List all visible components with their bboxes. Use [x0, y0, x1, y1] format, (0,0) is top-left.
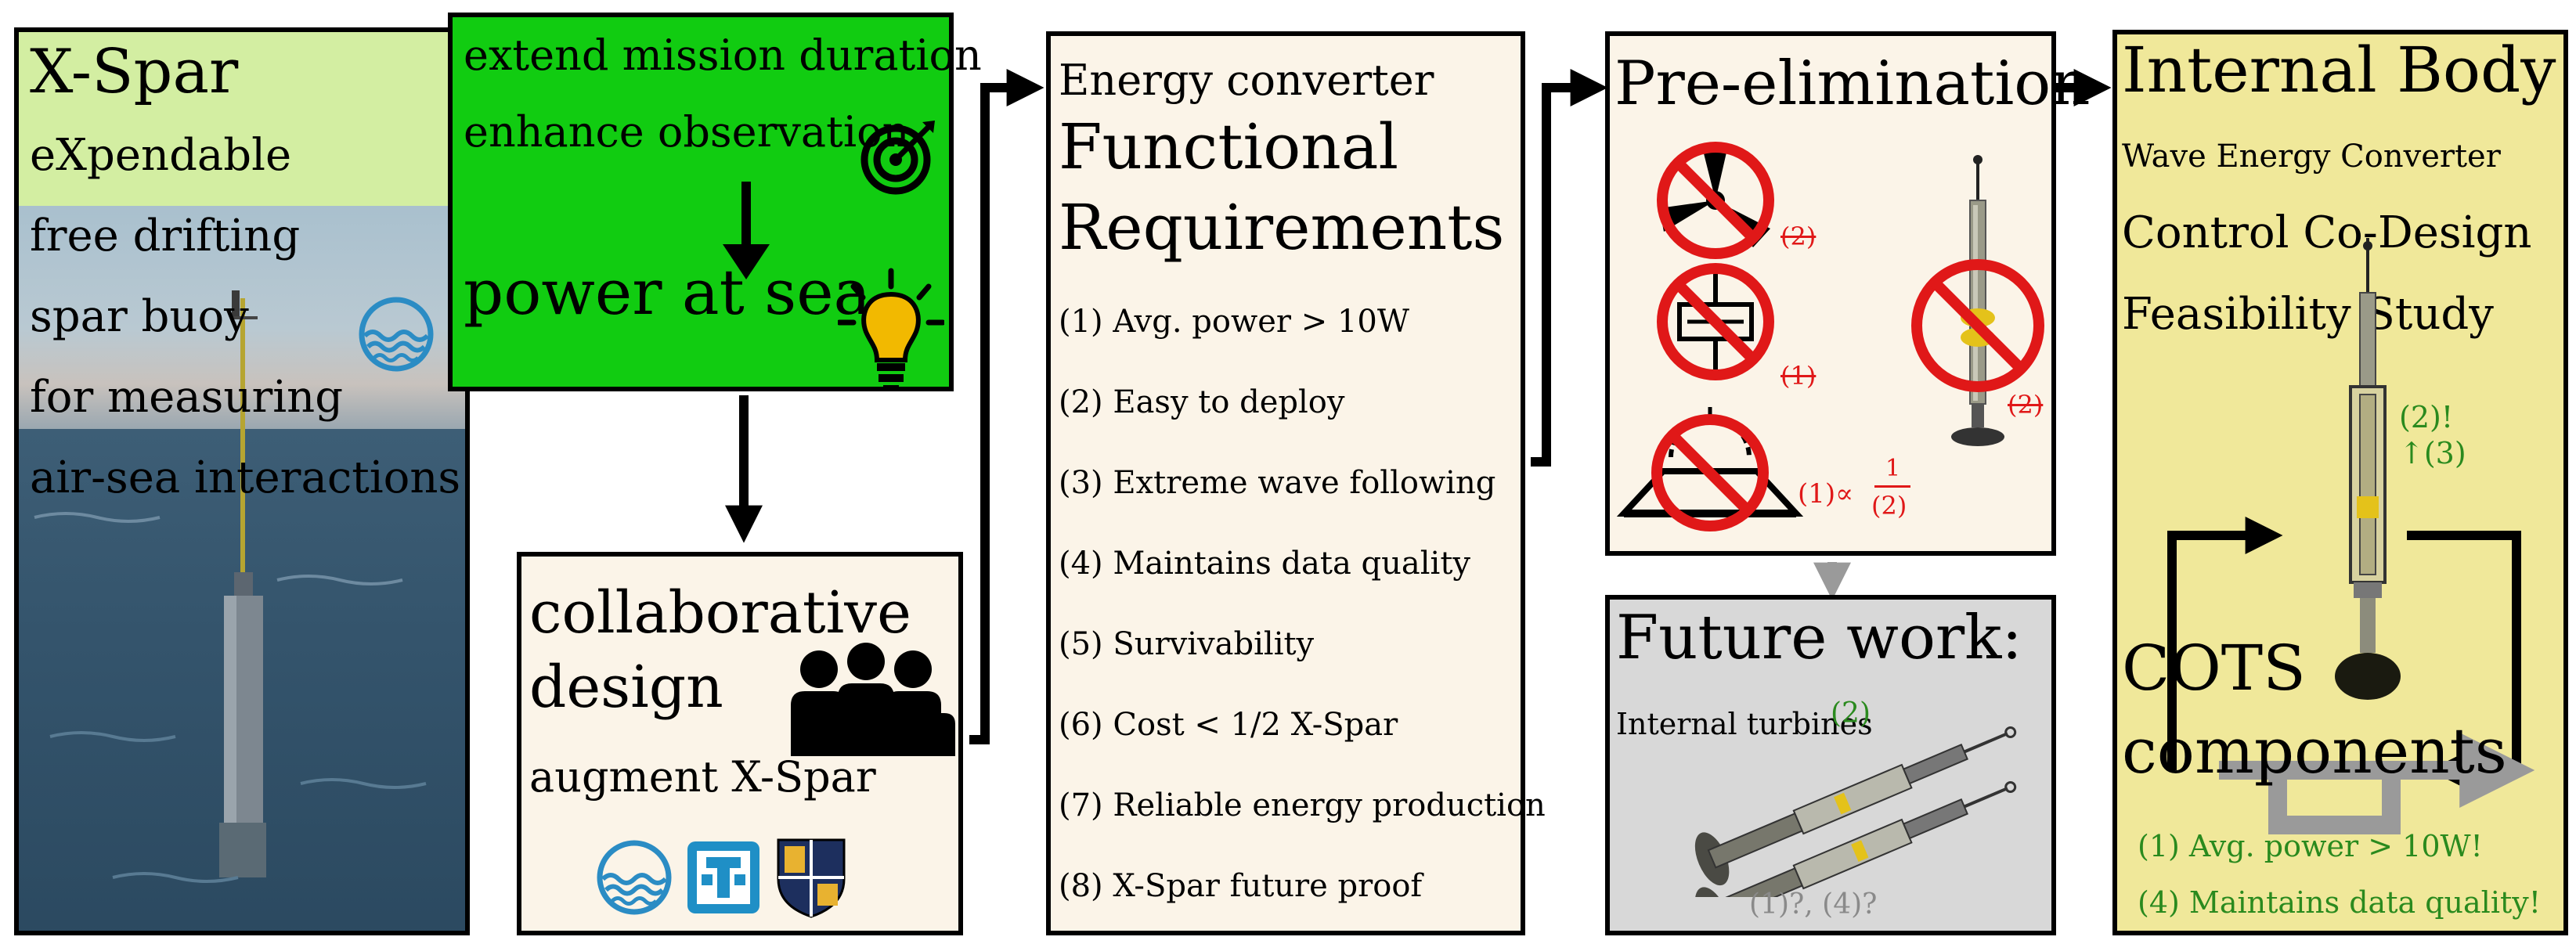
target-icon [860, 121, 935, 195]
xspar-line-measuring: for measuring [30, 372, 344, 423]
people-group-icon [791, 643, 955, 756]
institution-wave-logo-icon [359, 297, 434, 372]
requirement-item-3: (3) Extreme wave following [1059, 465, 1496, 501]
float-crossed-icon [1616, 407, 1804, 531]
cots-line2: components [2122, 715, 2507, 787]
proportional-prefix: (1)∝ [1798, 478, 1854, 510]
requirement-item-7: (7) Reliable energy production [1059, 787, 1546, 823]
control-loop-arrows [2167, 517, 2535, 834]
requirement-item-1: (1) Avg. power > 10W [1059, 304, 1409, 340]
internal-body-buoy-icon [2335, 238, 2401, 700]
arrow-down-icon [723, 182, 770, 279]
requirements-heading: Energy converter [1059, 56, 1434, 105]
fraction-numerator: 1 [1885, 455, 1901, 482]
xspar-line-free-drifting: free drifting [30, 211, 301, 261]
future-work-label: Internal turbines [1616, 707, 1873, 741]
xspar-header-bg [19, 32, 465, 206]
future-work-footer: (1)?, (4)? [1749, 888, 1878, 921]
capacitor-tag: (1) [1780, 361, 1817, 391]
internal-line-ccd: Control Co-Design [2122, 207, 2532, 258]
internal-note-1: (2)! [2399, 400, 2454, 434]
arrow-collab-to-requirements [969, 69, 1044, 744]
requirement-item-8: (8) X-Spar future proof [1059, 868, 1423, 904]
lightbulb-icon [838, 268, 944, 391]
internal-body-panel: Internal Body Wave Energy Converter Cont… [2112, 30, 2568, 935]
requirement-item-4: (4) Maintains data quality [1059, 546, 1471, 582]
capacitor-crossed-icon [1657, 263, 1774, 380]
fraction-bar [1874, 485, 1910, 488]
spar-float-crossed-icon [1911, 155, 2044, 446]
preelim-title: Pre-elimination [1615, 49, 2091, 119]
institution-wave-logo-icon-2 [597, 840, 672, 915]
goal-power-at-sea: power at sea [464, 256, 871, 329]
xspar-title: X-Spar [30, 37, 239, 107]
internal-turbine-buoys-icon [1694, 726, 2017, 897]
sandia-logo-icon [687, 841, 759, 913]
internal-req-2: (4) Maintains data quality! [2138, 885, 2541, 920]
goal-extend-mission: extend mission duration [464, 31, 982, 80]
collab-title-line1: collaborative [529, 579, 911, 647]
university-shield-icon [777, 838, 846, 918]
future-work-panel: Future work: Internal turbines (2) (1)?,… [1605, 595, 2056, 935]
requirements-title-line1: Functional [1059, 110, 1399, 183]
goal-enhance-observation: enhance observation [464, 107, 910, 157]
arrow-requirements-to-preelim [1531, 69, 1608, 467]
internal-note-2: ↑(3) [2399, 436, 2466, 470]
xspar-panel: X-Spar eXpendable free drifting spar buo… [14, 27, 470, 935]
preelim-panel: Pre-elimination (2) (1) (1)∝ 1 (2) [1605, 31, 2090, 556]
requirement-item-5: (5) Survivability [1059, 626, 1315, 662]
spar-float-tag: (2) [2008, 390, 2044, 420]
internal-req-1: (1) Avg. power > 10W! [2138, 829, 2483, 863]
internal-subtitle: Wave Energy Converter [2122, 139, 2501, 175]
internal-title: Internal Body [2122, 34, 2556, 106]
requirements-panel: Energy converter Functional Requirements… [1046, 31, 1546, 935]
requirements-title-line2: Requirements [1059, 191, 1505, 264]
internal-line-feasibility: Feasibility Study [2122, 289, 2494, 340]
requirement-item-2: (2) Easy to deploy [1059, 384, 1345, 420]
requirement-item-6: (6) Cost < 1/2 X-Spar [1059, 707, 1398, 743]
collab-panel: collaborative design augment X-Spar [517, 552, 963, 935]
fraction-denominator: (2) [1871, 491, 1907, 521]
goals-panel: extend mission duration enhance observat… [448, 13, 982, 391]
xspar-line-air-sea: air-sea interactions [30, 452, 461, 503]
turbine-crossed-icon [1657, 142, 1774, 259]
turbine-tag: (2) [1780, 222, 1817, 251]
future-work-tag: (2) [1831, 697, 1871, 730]
collab-title-line2: design [529, 654, 723, 721]
spar-buoy-photo [34, 290, 427, 883]
cots-line1: COTS [2122, 632, 2306, 704]
collab-augment: augment X-Spar [529, 752, 876, 802]
xspar-line-expendable: eXpendable [30, 130, 292, 181]
future-work-title: Future work: [1616, 603, 2022, 673]
xspar-line-spar-buoy: spar buoy [30, 291, 249, 342]
